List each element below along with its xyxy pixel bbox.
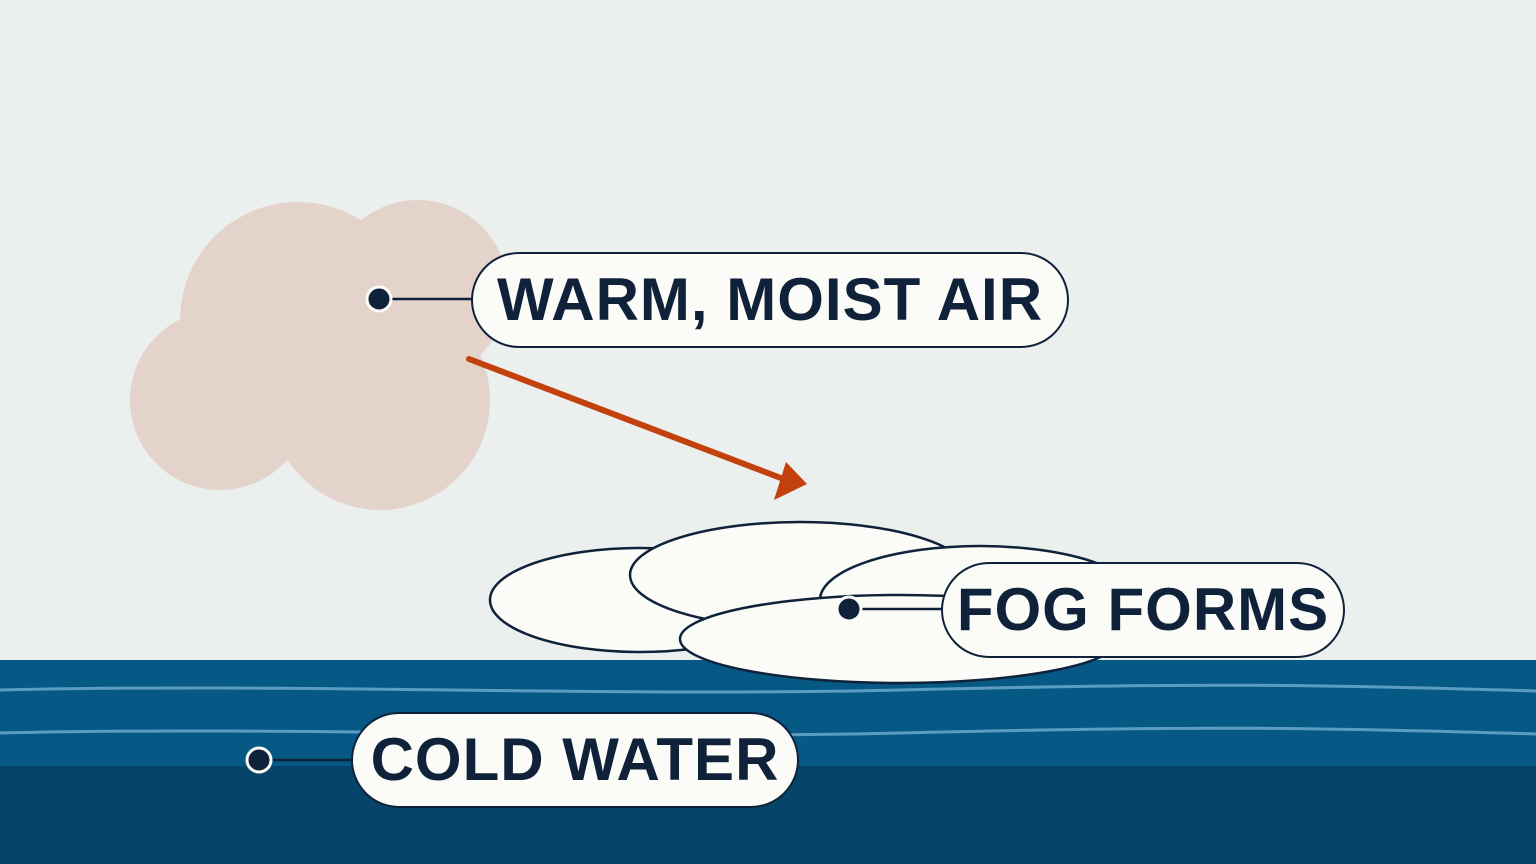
wave-line (0, 726, 1536, 737)
movement-arrow (466, 356, 807, 500)
label-warm-moist-air: WARM, MOIST AIR (471, 252, 1069, 348)
leader-cold-water (245, 746, 352, 774)
leader-fog (835, 595, 942, 623)
marker-dot (835, 595, 863, 623)
marker-dot (365, 285, 393, 313)
leader-warm-air (365, 285, 472, 313)
label-cold-water: COLD WATER (351, 712, 799, 808)
label-fog-forms: FOG FORMS (941, 562, 1345, 658)
wave-line (0, 683, 1536, 694)
warm-air-cloud (130, 200, 508, 510)
marker-dot (245, 746, 273, 774)
